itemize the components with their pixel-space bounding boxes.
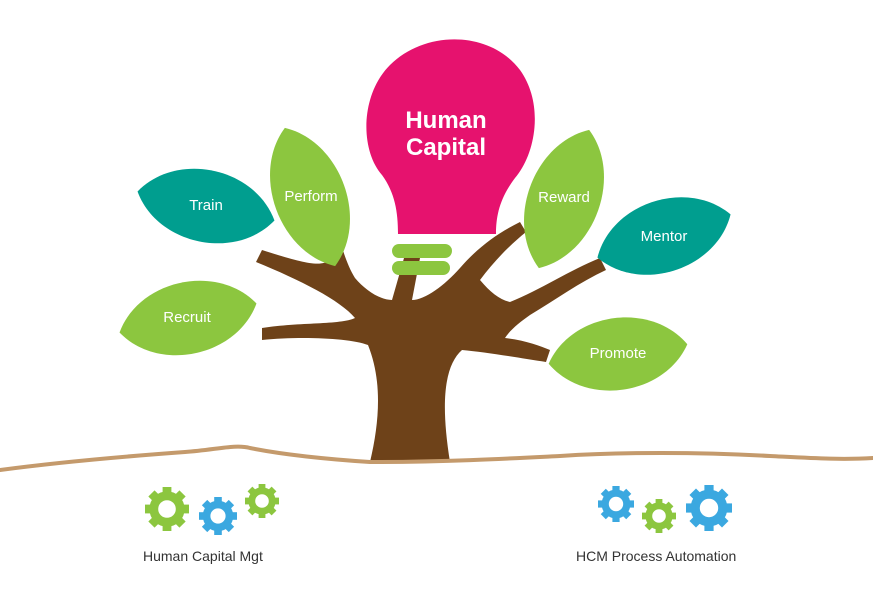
- gear-icon: [598, 486, 634, 522]
- gear-group-right: [598, 485, 732, 533]
- bulb-title-line2: Capital: [406, 134, 486, 161]
- leaf-label-promote: Promote: [590, 345, 647, 362]
- gear-icon: [245, 484, 279, 518]
- leaf-label-reward: Reward: [538, 189, 590, 206]
- leaf-label-perform: Perform: [284, 188, 337, 205]
- gear-icon: [686, 485, 732, 531]
- caption-hcm-process-automation: HCM Process Automation: [576, 548, 737, 564]
- caption-human-capital-mgt: Human Capital Mgt: [143, 548, 263, 564]
- bulb-title-line1: Human: [405, 107, 486, 134]
- gear-icon: [642, 499, 676, 533]
- gear-icon: [199, 497, 237, 535]
- lightbulb-icon: [366, 39, 535, 275]
- leaf-label-train: Train: [189, 197, 223, 214]
- leaf-label-mentor: Mentor: [641, 228, 688, 245]
- gear-group-left: [145, 484, 279, 535]
- gear-icon: [145, 487, 189, 531]
- leaf-label-recruit: Recruit: [163, 309, 211, 326]
- tree-trunk: [256, 220, 606, 462]
- ground-line: [0, 444, 873, 472]
